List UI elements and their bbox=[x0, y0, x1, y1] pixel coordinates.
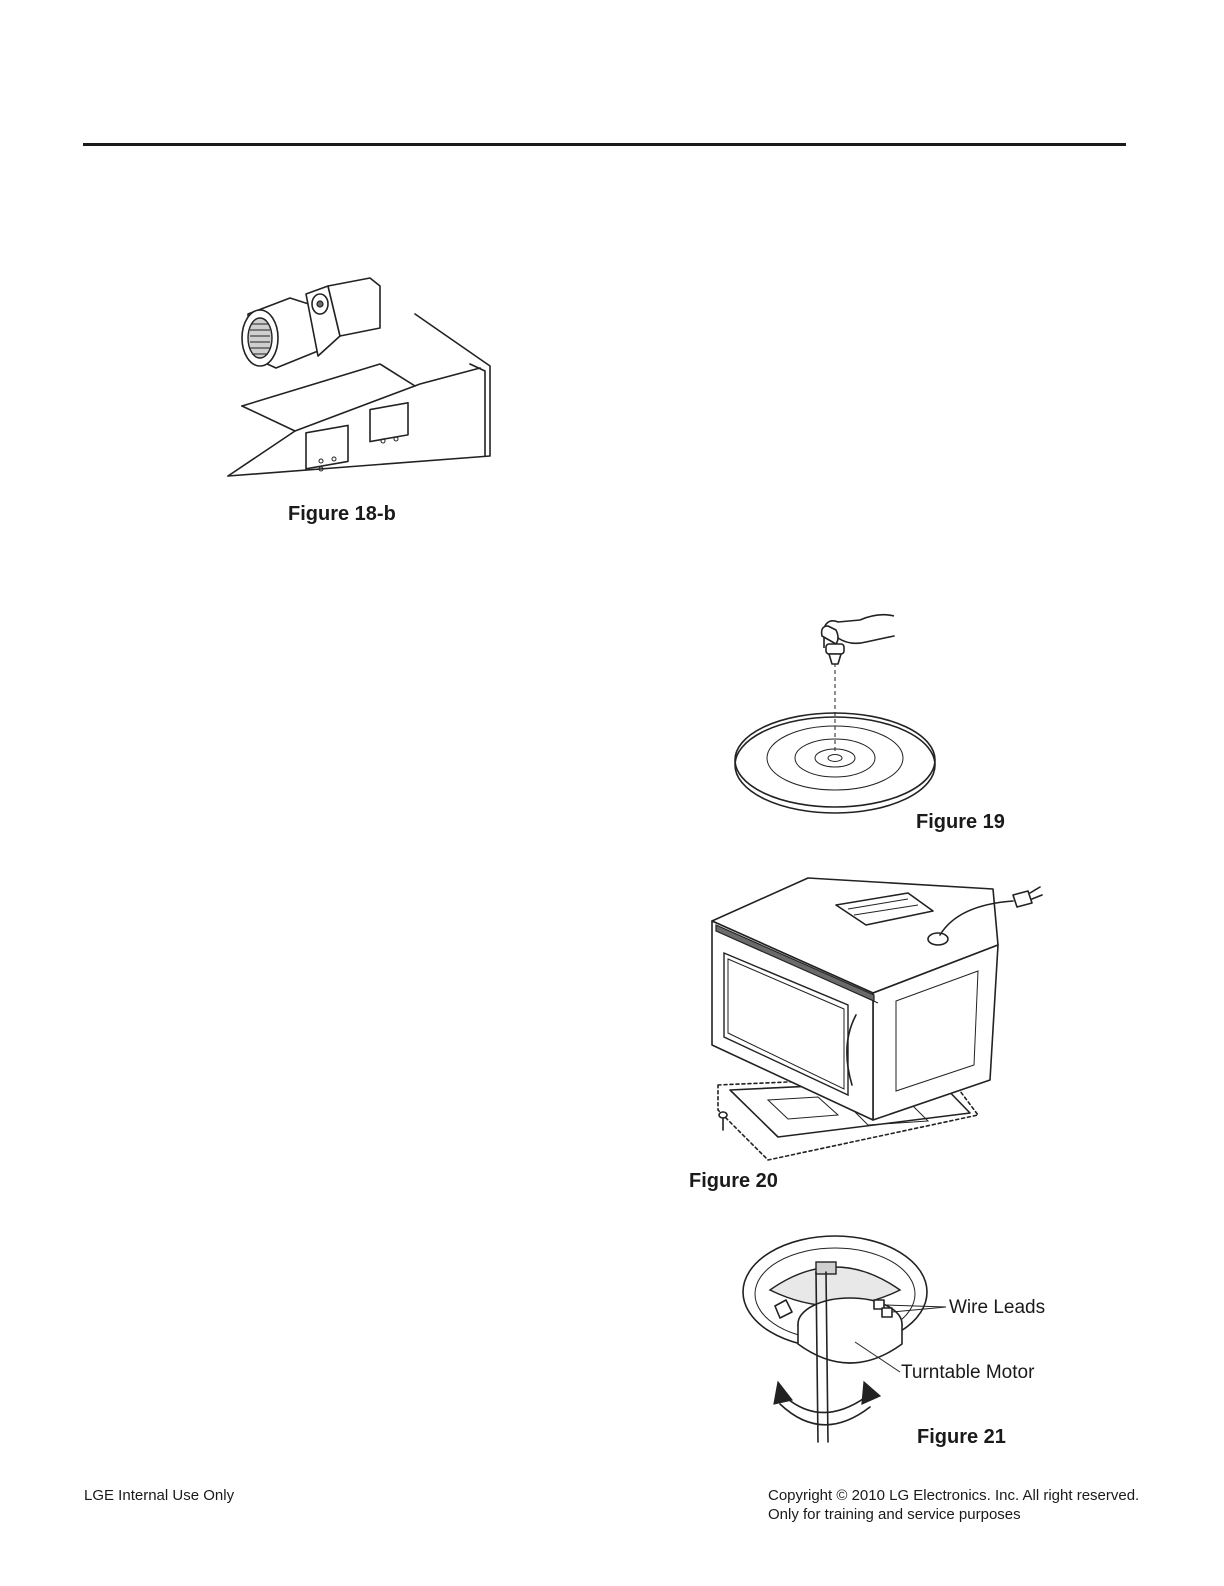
header-rule bbox=[83, 143, 1126, 146]
figure-19-illustration bbox=[732, 608, 942, 816]
figure-18b-caption: Figure 18-b bbox=[288, 503, 396, 526]
wire-leads-label: Wire Leads bbox=[949, 1297, 1045, 1319]
figure-21-illustration bbox=[740, 1232, 1040, 1454]
figure-19-caption: Figure 19 bbox=[916, 811, 1005, 834]
footer-copyright: Copyright © 2010 LG Electronics. Inc. Al… bbox=[768, 1487, 1139, 1504]
footer-internal-use: LGE Internal Use Only bbox=[84, 1487, 234, 1504]
figure-18b-illustration bbox=[220, 276, 500, 481]
figure-20-caption: Figure 20 bbox=[689, 1170, 778, 1193]
turntable-motor-label: Turntable Motor bbox=[901, 1362, 1034, 1384]
figure-21-caption: Figure 21 bbox=[917, 1426, 1006, 1449]
figure-20-illustration bbox=[708, 875, 1058, 1165]
footer-purpose: Only for training and service purposes bbox=[768, 1506, 1021, 1523]
